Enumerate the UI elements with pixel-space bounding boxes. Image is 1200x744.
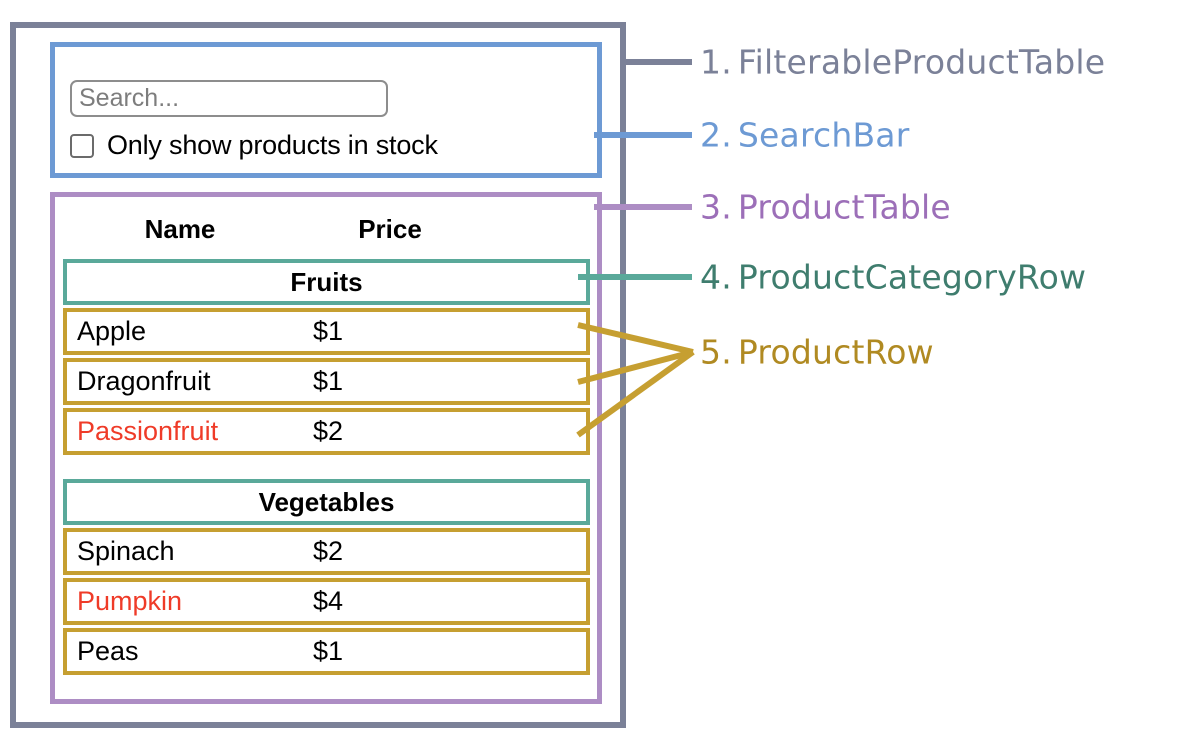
- filterable-product-table-frame: Only show products in stock Name Price F…: [10, 22, 626, 728]
- in-stock-checkbox-label: Only show products in stock: [107, 130, 438, 160]
- product-price: $1: [313, 636, 344, 666]
- in-stock-checkbox[interactable]: [70, 133, 94, 158]
- legend-item-product-category-row: 4.ProductCategoryRow: [700, 258, 1086, 297]
- legend-label: FilterableProductTable: [737, 42, 1106, 82]
- product-row: Peas $1: [63, 628, 590, 675]
- legend-item-filterable-product-table: 1.FilterableProductTable: [700, 43, 1105, 82]
- product-category-row: Fruits: [63, 259, 590, 305]
- product-name: Dragonfruit: [77, 366, 211, 396]
- legend-number: 2.: [700, 115, 732, 155]
- product-price: $1: [313, 316, 344, 346]
- product-price: $1: [313, 366, 344, 396]
- product-table-frame: Name Price Fruits Apple $1 Dragonfruit $…: [50, 192, 602, 704]
- legend-label: ProductTable: [737, 187, 951, 227]
- product-category-label: Fruits: [290, 266, 363, 297]
- product-name: Peas: [77, 636, 139, 666]
- product-name: Passionfruit: [77, 416, 219, 446]
- column-header-price: Price: [358, 213, 422, 244]
- product-row: Passionfruit $2: [63, 408, 590, 455]
- product-table-header: Name Price: [55, 207, 597, 251]
- product-table-body: Fruits Apple $1 Dragonfruit $1 Passionfr…: [63, 259, 590, 678]
- product-name: Spinach: [77, 536, 175, 566]
- product-row: Apple $1: [63, 308, 590, 355]
- product-row: Pumpkin $4: [63, 578, 590, 625]
- column-header-name: Name: [144, 213, 216, 244]
- legend-number: 3.: [700, 187, 732, 227]
- product-row: Dragonfruit $1: [63, 358, 590, 405]
- in-stock-filter-row[interactable]: Only show products in stock: [70, 130, 438, 161]
- product-name: Pumpkin: [77, 586, 183, 616]
- legend-number: 4.: [700, 257, 732, 297]
- legend-item-search-bar: 2.SearchBar: [700, 116, 910, 155]
- legend-item-product-table: 3.ProductTable: [700, 188, 951, 227]
- product-price: $2: [313, 416, 344, 446]
- product-name: Apple: [77, 316, 147, 346]
- legend-label: ProductCategoryRow: [737, 257, 1087, 297]
- legend-label: ProductRow: [737, 332, 934, 372]
- legend-number: 5.: [700, 332, 732, 372]
- group-spacer: [63, 458, 590, 479]
- product-price: $4: [313, 586, 344, 616]
- legend-item-product-row: 5.ProductRow: [700, 333, 934, 372]
- product-category-label: Vegetables: [258, 486, 395, 517]
- search-input[interactable]: [70, 80, 388, 117]
- product-price: $2: [313, 536, 344, 566]
- product-category-row: Vegetables: [63, 479, 590, 525]
- product-row: Spinach $2: [63, 528, 590, 575]
- legend-label: SearchBar: [737, 115, 910, 155]
- legend-number: 1.: [700, 42, 732, 82]
